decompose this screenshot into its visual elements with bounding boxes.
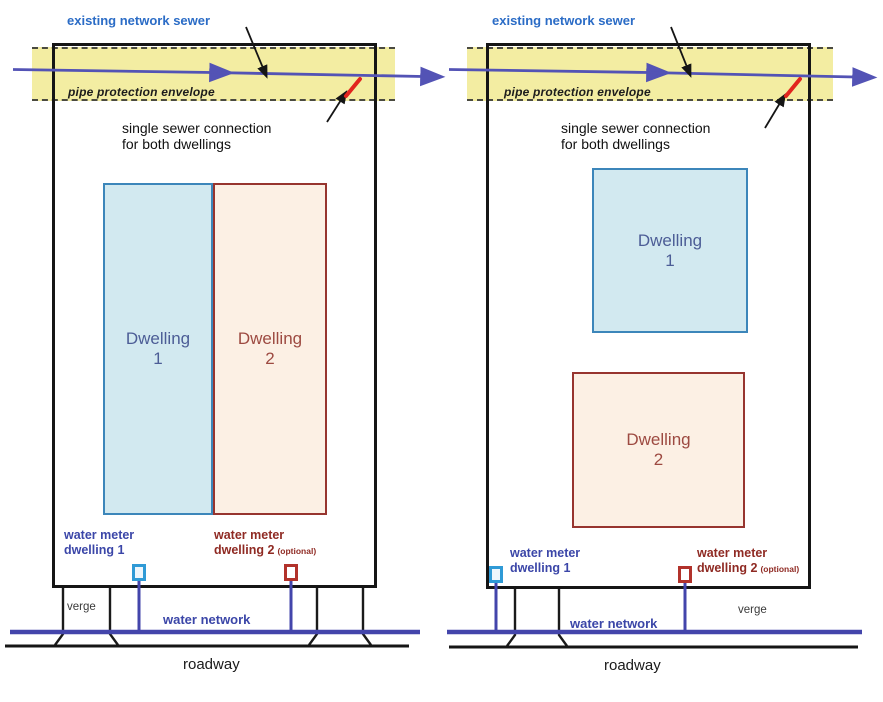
meter2-label2-line1: water meter (697, 546, 768, 560)
dwelling-2-label: Dwelling (237, 329, 303, 348)
dwelling-1-footprint-2: Dwelling 1 (592, 168, 748, 333)
dwelling-1-footprint: Dwelling 1 (103, 183, 213, 515)
water-meter-dwelling1-label: water meter dwelling 1 (64, 528, 134, 558)
existing-network-sewer-label-2: existing network sewer (492, 13, 636, 28)
dwelling-1-number: 1 (153, 349, 163, 368)
lot-boundary (52, 43, 377, 588)
water-network-label: water network (163, 612, 251, 627)
crossing-line (557, 589, 568, 647)
dwelling-2-label-2: Dwelling (626, 430, 691, 449)
water-meter-2-symbol-2 (678, 566, 692, 583)
water-meter-1-symbol-2 (489, 566, 503, 583)
pipe-protection-envelope-label: pipe protection envelope (68, 85, 215, 99)
dwelling-2-number: 2 (265, 349, 275, 368)
crossing-line (108, 588, 119, 646)
dwelling-1-number-2: 1 (665, 250, 675, 270)
crossing-line (308, 588, 319, 646)
crossing-line (361, 588, 372, 646)
pipe-protection-envelope-label-2: pipe protection envelope (504, 85, 651, 99)
water-meter-dwelling1-label-2: water meter dwelling 1 (510, 546, 580, 576)
meter1-label2-line1: water meter (510, 546, 581, 560)
water-meter-1-symbol (132, 564, 146, 581)
crossing-line (54, 588, 65, 646)
note2-line-1: single sewer connection (561, 120, 711, 136)
water-meter-dwelling2-label-2: water meter dwelling 2(optional) (697, 546, 799, 577)
dwelling-2-footprint-2: Dwelling 2 (572, 372, 745, 528)
existing-network-sewer-label: existing network sewer (67, 13, 211, 28)
meter2-label-text: dwelling 2 (214, 543, 275, 557)
meter2-label-line2: dwelling 2(optional) (214, 543, 316, 559)
meter2-optional-tag-2: (optional) (760, 564, 800, 574)
roadway-label: roadway (183, 656, 240, 673)
verge-label-2: verge (738, 604, 767, 616)
water-meter-2-symbol (284, 564, 298, 581)
single-sewer-connection-note: single sewer connection for both dwellin… (122, 120, 271, 152)
note-line-1: single sewer connection (122, 120, 272, 136)
meter1-label-line2: dwelling 1 (64, 543, 125, 557)
note-line-2: for both dwellings (122, 136, 231, 152)
meter1-label2-line2: dwelling 1 (510, 561, 571, 575)
meter2-optional-tag: (optional) (277, 546, 317, 556)
single-sewer-connection-note-2: single sewer connection for both dwellin… (561, 120, 710, 152)
dwelling-2-footprint: Dwelling 2 (213, 183, 327, 515)
dwelling-2-number-2: 2 (653, 450, 664, 469)
dwelling-1-label: Dwelling (125, 329, 191, 348)
water-meter-dwelling2-label: water meter dwelling 2(optional) (214, 528, 316, 559)
meter1-label-line1: water meter (64, 528, 135, 542)
note2-line-2: for both dwellings (561, 136, 670, 152)
meter2-label2-line2: dwelling 2(optional) (697, 561, 799, 577)
meter2-label2-text: dwelling 2 (697, 561, 758, 575)
lot-boundary-2 (486, 43, 811, 589)
roadway-label-2: roadway (604, 657, 661, 674)
crossing-line (506, 589, 517, 647)
water-network-label-2: water network (570, 616, 658, 631)
dwelling-1-label-2: Dwelling (637, 230, 703, 250)
meter2-label-line1: water meter (214, 528, 285, 542)
verge-label: verge (67, 601, 96, 613)
